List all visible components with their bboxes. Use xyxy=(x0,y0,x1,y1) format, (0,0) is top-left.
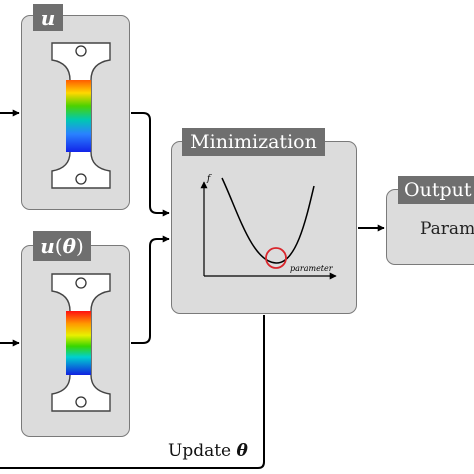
simulated-field-tag: u(θ) xyxy=(33,231,91,261)
minimization-tag: Minimization xyxy=(182,128,325,156)
plot-y-label: f xyxy=(206,174,212,184)
arrow-reference-to-minimization xyxy=(131,112,170,217)
specimen-strain-field-icon xyxy=(51,42,111,189)
update-theta-label: Update θ xyxy=(168,441,248,461)
feedback-loop-line xyxy=(0,315,265,469)
objective-function-plot: f parameter xyxy=(200,174,337,280)
objective-curve xyxy=(221,177,315,264)
output-title: Output xyxy=(404,179,472,201)
simulated-field-symbol: u xyxy=(40,234,55,258)
specimen-simulated-strain-field-icon xyxy=(51,273,111,412)
simulated-field-parameter: θ xyxy=(62,234,76,258)
arrow-simulated-to-minimization xyxy=(131,235,170,344)
update-label-text: Update xyxy=(168,441,232,461)
minimization-title: Minimization xyxy=(190,131,317,153)
plot-x-label: parameter xyxy=(290,264,334,273)
reference-field-symbol: u xyxy=(40,5,56,30)
reference-field-tag: u xyxy=(33,4,63,31)
output-text: Param xyxy=(420,219,474,239)
simulated-field-paren-open: ( xyxy=(54,234,63,258)
minimization-panel xyxy=(171,141,357,314)
output-tag: Output xyxy=(398,176,474,204)
update-label-symbol: θ xyxy=(236,441,248,461)
minimum-circle-icon xyxy=(265,247,287,269)
simulated-field-paren-close: ) xyxy=(75,234,84,258)
